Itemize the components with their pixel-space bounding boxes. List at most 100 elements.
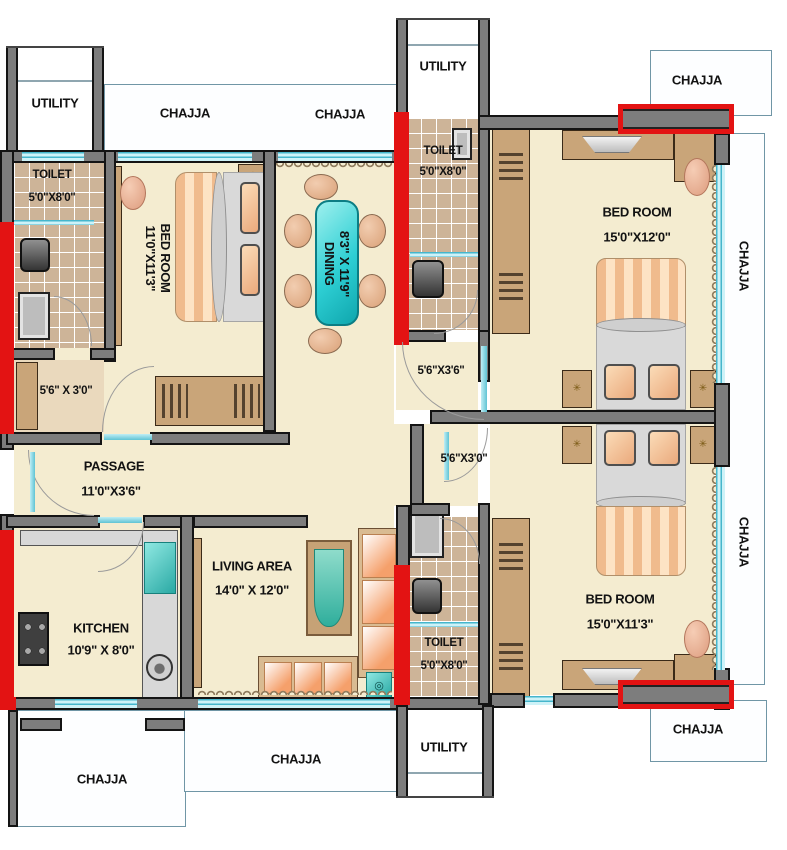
wardrobe-slats [499, 270, 523, 300]
dining-label: 8'3" X 11'9" DINING [322, 231, 352, 297]
lamp-icon: ✳ [572, 439, 582, 450]
scallop-edge [276, 163, 392, 170]
pillow [240, 244, 260, 296]
wall [104, 150, 116, 362]
highlight-wall-red [394, 112, 409, 345]
wall [478, 503, 490, 705]
wall [714, 133, 730, 165]
living-label: LIVING AREA [211, 558, 293, 574]
utility-top-left-floor [18, 48, 92, 150]
window [525, 696, 553, 705]
lobby-upper-size: 5'6"X3'6" [417, 365, 465, 377]
highlight-wall-red-frame [618, 680, 734, 709]
rug-living [306, 540, 352, 636]
stove-icon [18, 612, 49, 666]
passage-label: PASSAGE [83, 458, 145, 474]
pillow [648, 430, 680, 466]
pouf-bottom-right-bedroom [684, 620, 710, 658]
window [22, 152, 84, 161]
window [410, 622, 478, 627]
wall [6, 46, 18, 162]
scallop-edge [709, 467, 716, 670]
lamp-icon: ✳ [572, 383, 582, 394]
bed-top-right-band [596, 318, 686, 332]
kitchen-round-sink-icon [146, 654, 173, 681]
wall [478, 115, 622, 130]
highlight-wall-red [394, 565, 410, 705]
sofa-cushion [362, 534, 396, 578]
window [198, 699, 390, 708]
pillow [648, 364, 680, 400]
wall [6, 432, 102, 445]
utility-line [408, 44, 478, 46]
wall [145, 718, 185, 731]
bedroom-left-name: BED ROOM [158, 223, 173, 293]
chajja-bottom-right-box [650, 700, 767, 762]
passage-size: 11'0"X3'6" [81, 483, 141, 499]
dining-chair [358, 274, 386, 308]
wall [90, 348, 116, 360]
dining-chair [358, 214, 386, 248]
window [278, 152, 392, 161]
bedroom-left-label: BED ROOM 11'0"X11'3" [143, 223, 173, 292]
highlight-wall-red-frame [618, 104, 734, 134]
bedroom-top-right-label: BED ROOM [602, 204, 672, 220]
toilet-cistern-icon [452, 128, 472, 160]
chajja-right-lower-label: CHAJJA [736, 516, 752, 568]
highlight-wall-red [0, 222, 14, 434]
pillow [604, 430, 636, 466]
toilet-top-left-size: 5'0"X8'0" [28, 192, 76, 204]
door-threshold [98, 517, 142, 523]
wall [410, 503, 450, 516]
wall [714, 383, 730, 467]
chajja-bottom-mid-label: CHAJJA [270, 751, 322, 767]
window [118, 152, 252, 161]
pillow [604, 364, 636, 400]
wall [150, 432, 290, 445]
bedroom-bottom-right-label: BED ROOM [585, 591, 655, 607]
lamp-icon: ✳ [698, 439, 708, 450]
window [14, 220, 94, 225]
wall [6, 515, 100, 528]
pillow [240, 182, 260, 234]
highlight-wall-red [0, 697, 16, 710]
toilet-basin-icon [410, 510, 444, 558]
scallop-edge [709, 165, 716, 383]
chajja-bottom-mid-box [184, 710, 398, 792]
door-threshold [481, 346, 487, 412]
chajja-right-upper-label: CHAJJA [736, 240, 752, 292]
toilet-bottom-mid-label: TOILET [424, 637, 464, 649]
window [716, 165, 725, 383]
chajja-top-strip [104, 84, 398, 152]
bed-left-band [211, 172, 227, 322]
pouf-top-right-bedroom [684, 158, 710, 196]
living-size: 14'0" X 12'0" [215, 582, 289, 598]
door-threshold [444, 432, 449, 480]
wall [180, 515, 194, 710]
niche-left-size: 5'6" X 3'0" [39, 385, 93, 397]
toilet-top-mid-size: 5'0"X8'0" [419, 166, 467, 178]
wall [92, 46, 104, 162]
side-table [562, 370, 592, 408]
dining-chair [304, 174, 338, 200]
wall [396, 705, 408, 798]
door-threshold [30, 452, 35, 512]
wall [193, 515, 308, 528]
door-threshold [104, 434, 152, 440]
dining-table [315, 200, 359, 326]
kitchen-size: 10'9" X 8'0" [67, 642, 135, 658]
dining-chair [284, 214, 312, 248]
toilet-top-left-label: TOILET [32, 169, 72, 181]
kitchen-sink [144, 542, 176, 594]
toilet-wc-icon [412, 578, 442, 614]
chajja-top-right-label: CHAJJA [671, 72, 723, 88]
window [55, 699, 137, 708]
wardrobe-slats [162, 384, 188, 418]
toilet-top-mid-label: TOILET [423, 145, 463, 157]
chajja-bottom-right-label: CHAJJA [672, 721, 724, 737]
sofa-cushion [362, 626, 396, 670]
dining-size: 8'3" X 11'9" [337, 230, 352, 298]
lobby-lower-size: 5'6"X3'0" [440, 453, 488, 465]
toilet-basin-icon [18, 292, 50, 340]
utility-line [18, 80, 92, 82]
